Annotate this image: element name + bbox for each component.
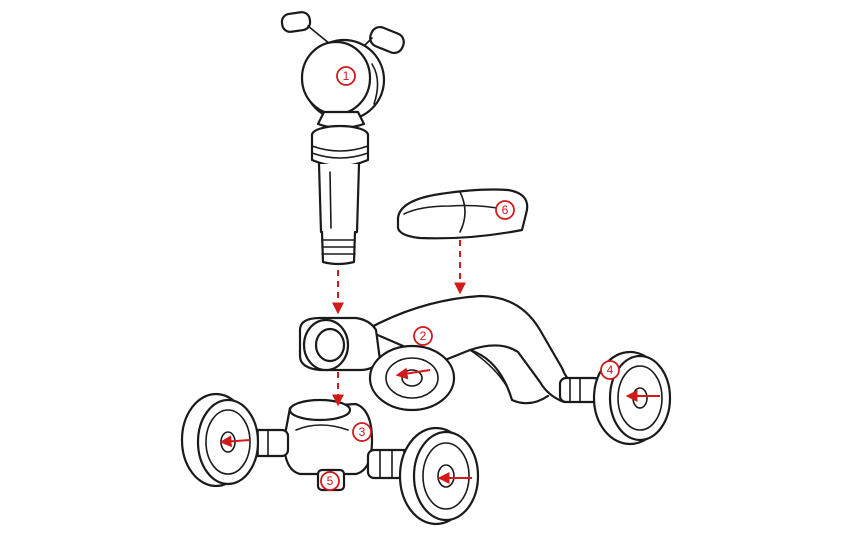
frame: [298, 294, 582, 405]
badge-part-5-label: 5: [327, 474, 334, 488]
badge-part-6: 6: [495, 200, 515, 220]
badge-part-2: 2: [413, 326, 433, 346]
front-left-wheel: [180, 392, 290, 488]
badge-part-4-label: 4: [607, 363, 614, 377]
badge-part-4: 4: [600, 360, 620, 380]
badge-part-5: 5: [320, 471, 340, 491]
rear-right-wheel: [558, 350, 672, 446]
front-right-wheel: [366, 426, 480, 526]
handlebar-assembly: [280, 11, 405, 266]
badge-part-2-label: 2: [420, 329, 427, 343]
assembly-guides: [219, 240, 660, 484]
seat: [396, 188, 529, 240]
badge-part-3: 3: [352, 422, 372, 442]
badge-part-1: 1: [336, 66, 356, 86]
badge-part-1-label: 1: [343, 69, 350, 83]
rear-left-wheel: [368, 344, 456, 412]
badge-part-3-label: 3: [359, 425, 366, 439]
badge-part-6-label: 6: [502, 203, 509, 217]
